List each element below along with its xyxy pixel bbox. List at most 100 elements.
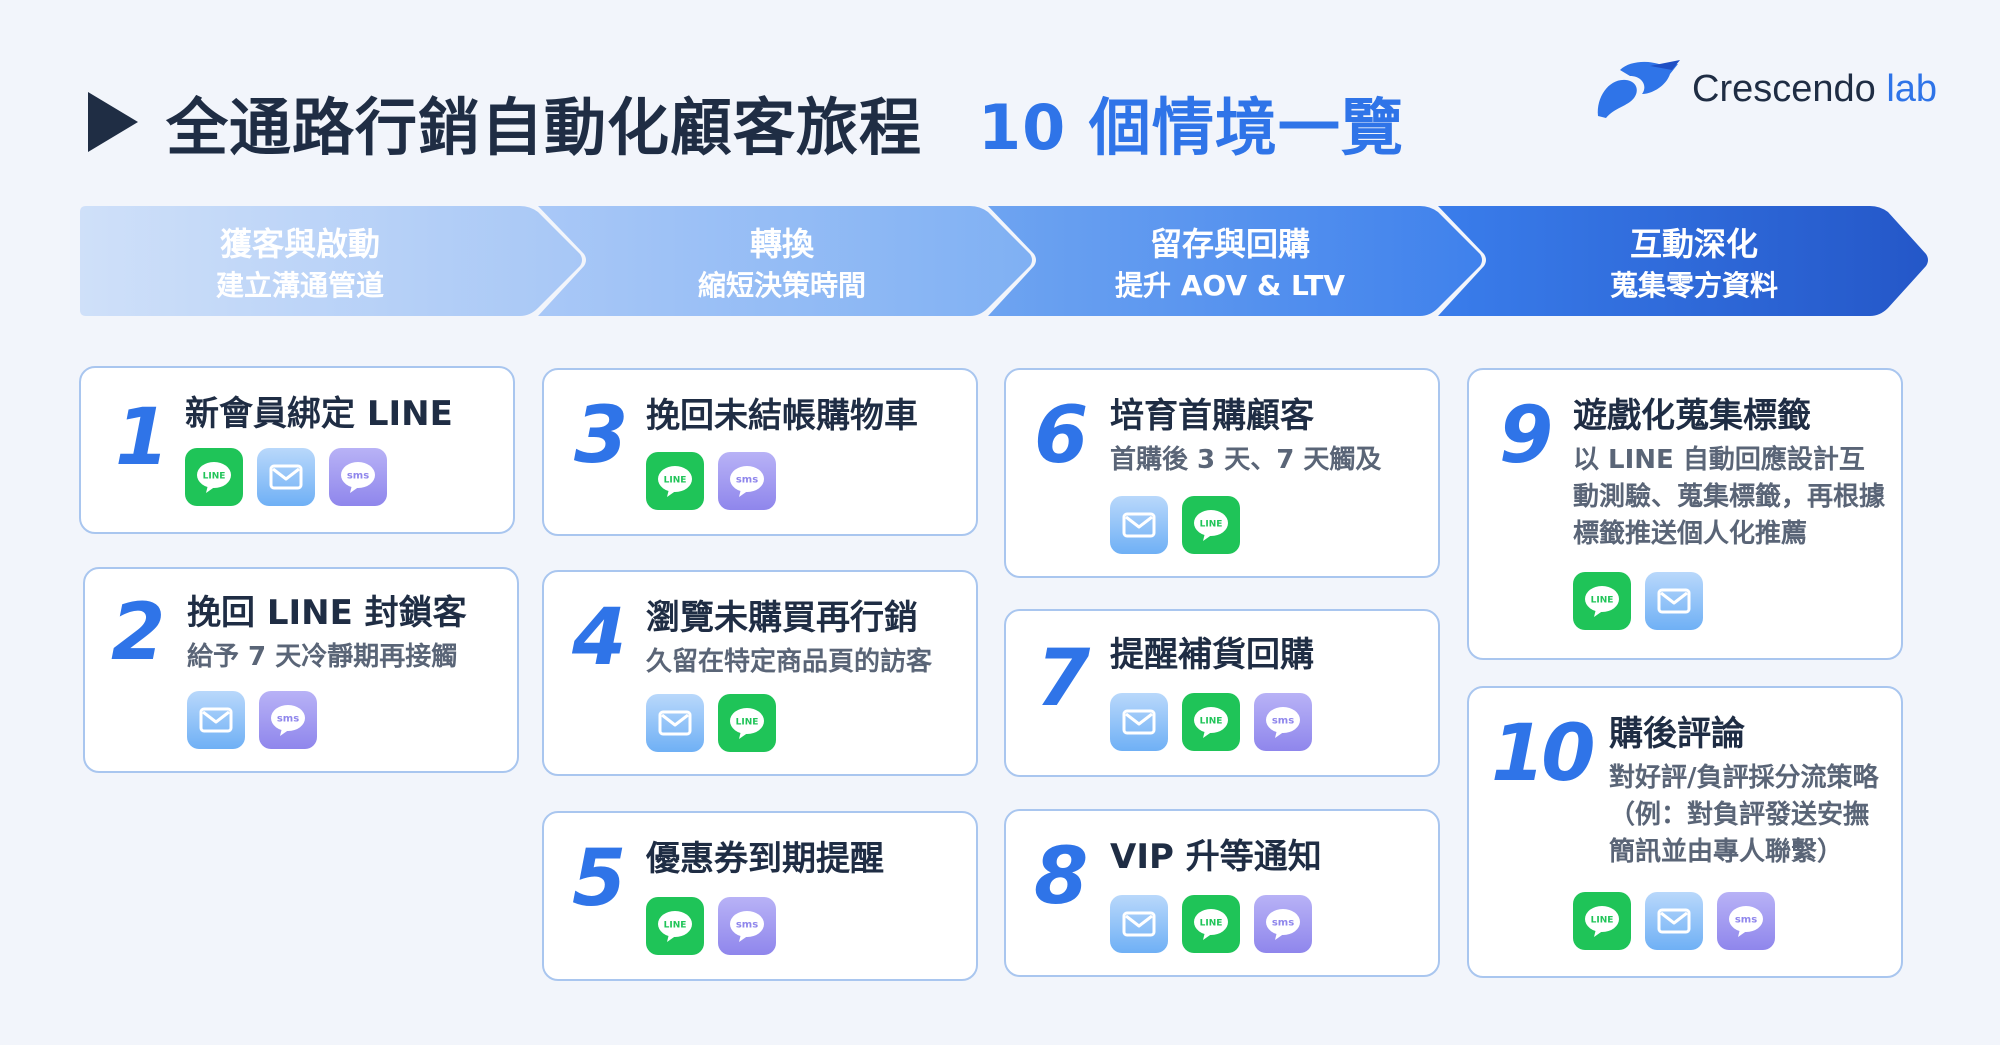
scenario-card-7[interactable]: 7 提醒補貨回購 LINE sms <box>1004 609 1440 777</box>
email-channel-icon <box>1645 572 1703 630</box>
svg-text:LINE: LINE <box>1200 717 1223 727</box>
email-channel-icon <box>1110 895 1168 953</box>
scenario-title: 遊戲化蒐集標籤 <box>1573 396 1811 436</box>
scenario-number: 8 <box>1034 832 1088 922</box>
scenario-title: 優惠券到期提醒 <box>646 839 884 879</box>
line-channel-icon: LINE <box>718 694 776 752</box>
brand-name: Crescendo lab <box>1692 68 1937 111</box>
svg-text:sms: sms <box>1272 918 1294 929</box>
stage-desc: 蒐集零方資料 <box>1609 269 1778 302</box>
svg-text:LINE: LINE <box>736 718 759 728</box>
email-channel-icon <box>646 694 704 752</box>
page-header: 全通路行銷自動化顧客旅程 10 個情境一覽 <box>88 86 1404 164</box>
email-channel-icon <box>1645 892 1703 950</box>
scenario-title: 挽回未結帳購物車 <box>646 396 918 436</box>
scenario-title: VIP 升等通知 <box>1110 837 1322 877</box>
scenario-description: 久留在特定商品頁的訪客 <box>646 647 933 677</box>
channel-icons: LINE sms <box>1110 895 1312 953</box>
sms-channel-icon: sms <box>329 448 387 506</box>
scenario-card-8[interactable]: 8 VIP 升等通知 LINE sms <box>1004 809 1440 977</box>
line-channel-icon: LINE <box>1182 895 1240 953</box>
svg-text:LINE: LINE <box>664 476 687 486</box>
brand-logo-block: Crescendo lab <box>1590 56 1937 122</box>
channel-icons: LINE sms <box>646 897 776 955</box>
line-channel-icon: LINE <box>1182 496 1240 554</box>
scenario-card-6[interactable]: 6 培育首購顧客 首購後 3 天、7 天觸及 LINE <box>1004 368 1440 578</box>
sms-channel-icon: sms <box>1254 895 1312 953</box>
svg-text:sms: sms <box>1272 716 1294 727</box>
scenario-number: 1 <box>115 393 169 483</box>
channel-icons: LINE <box>1110 496 1240 554</box>
line-channel-icon: LINE <box>1182 693 1240 751</box>
scenario-card-2[interactable]: 2 挽回 LINE 封鎖客 給予 7 天冷靜期再接觸 sms <box>83 567 519 773</box>
scenario-card-10[interactable]: 10 購後評論 對好評/負評採分流策略（例：對負評發送安撫簡訊並由專人聯繫） L… <box>1467 686 1903 978</box>
stage-desc: 建立溝通管道 <box>215 269 384 302</box>
email-channel-icon <box>187 691 245 749</box>
scenario-card-5[interactable]: 5 優惠券到期提醒 LINE sms <box>542 811 978 981</box>
scenario-title: 瀏覽未購買再行銷 <box>646 598 918 638</box>
line-channel-icon: LINE <box>646 452 704 510</box>
scenario-card-4[interactable]: 4 瀏覽未購買再行銷 久留在特定商品頁的訪客 LINE <box>542 570 978 776</box>
svg-text:LINE: LINE <box>1591 916 1614 926</box>
channel-icons: LINE sms <box>1110 693 1312 751</box>
email-channel-icon <box>1110 496 1168 554</box>
scenario-number: 6 <box>1034 391 1088 481</box>
svg-text:sms: sms <box>347 471 369 482</box>
scenario-title: 培育首購顧客 <box>1110 396 1314 436</box>
scenario-title: 新會員綁定 LINE <box>185 394 453 434</box>
scenario-number: 9 <box>1499 391 1553 481</box>
play-icon <box>88 92 138 152</box>
scenario-title: 購後評論 <box>1609 714 1745 754</box>
scenario-title: 提醒補貨回購 <box>1110 635 1314 675</box>
channel-icons: sms <box>187 691 317 749</box>
line-channel-icon: LINE <box>185 448 243 506</box>
sms-channel-icon: sms <box>259 691 317 749</box>
page-title: 全通路行銷自動化顧客旅程 <box>166 91 923 164</box>
stage-name: 互動深化 <box>1629 225 1758 263</box>
scenario-card-9[interactable]: 9 遊戲化蒐集標籤 以 LINE 自動回應設計互動測驗、蒐集標籤，再根據標籤推送… <box>1467 368 1903 660</box>
channel-icons: LINE <box>646 694 776 752</box>
scenario-number: 7 <box>1036 634 1090 724</box>
stage-4: 互動深化 蒐集零方資料 <box>1484 222 1904 306</box>
stage-2: 轉換 縮短決策時間 <box>572 222 992 306</box>
email-channel-icon <box>257 448 315 506</box>
line-channel-icon: LINE <box>1573 572 1631 630</box>
scenario-number: 5 <box>572 834 626 924</box>
channel-icons: LINE <box>1573 572 1703 630</box>
scenario-card-3[interactable]: 3 挽回未結帳購物車 LINE sms <box>542 368 978 536</box>
scenario-description: 給予 7 天冷靜期再接觸 <box>187 642 458 672</box>
page-subtitle: 10 個情境一覽 <box>978 91 1404 164</box>
scenario-title: 挽回 LINE 封鎖客 <box>187 593 467 633</box>
stage-name: 獲客與啟動 <box>219 225 380 263</box>
bird-logo-icon <box>1597 60 1680 118</box>
stage-1: 獲客與啟動 建立溝通管道 <box>90 222 510 306</box>
email-channel-icon <box>1110 693 1168 751</box>
sms-channel-icon: sms <box>718 897 776 955</box>
scenario-description: 以 LINE 自動回應設計互動測驗、蒐集標籤，再根據標籤推送個人化推薦 <box>1573 445 1886 549</box>
scenario-description: 首購後 3 天、7 天觸及 <box>1110 445 1382 475</box>
svg-text:LINE: LINE <box>1591 596 1614 606</box>
svg-text:sms: sms <box>736 475 758 486</box>
scenario-number: 3 <box>574 391 628 481</box>
stage-name: 留存與回購 <box>1149 225 1310 263</box>
scenario-description: 對好評/負評採分流策略（例：對負評發送安撫簡訊並由專人聯繫） <box>1609 763 1879 867</box>
sms-channel-icon: sms <box>1254 693 1312 751</box>
svg-text:LINE: LINE <box>1200 520 1223 530</box>
stage-desc: 提升 AOV & LTV <box>1114 269 1346 302</box>
svg-text:LINE: LINE <box>664 921 687 931</box>
brand-name-main: Crescendo <box>1692 67 1876 110</box>
svg-text:sms: sms <box>736 920 758 931</box>
line-channel-icon: LINE <box>646 897 704 955</box>
svg-text:LINE: LINE <box>1200 919 1223 929</box>
svg-text:sms: sms <box>1735 915 1757 926</box>
svg-text:sms: sms <box>277 714 299 725</box>
scenario-card-1[interactable]: 1 新會員綁定 LINE LINE sms <box>79 366 515 534</box>
line-channel-icon: LINE <box>1573 892 1631 950</box>
svg-text:LINE: LINE <box>203 472 226 482</box>
scenario-number: 10 <box>1491 709 1596 799</box>
sms-channel-icon: sms <box>718 452 776 510</box>
stage-3: 留存與回購 提升 AOV & LTV <box>1020 222 1440 306</box>
sms-channel-icon: sms <box>1717 892 1775 950</box>
scenario-number: 2 <box>111 588 165 678</box>
channel-icons: LINE sms <box>185 448 387 506</box>
